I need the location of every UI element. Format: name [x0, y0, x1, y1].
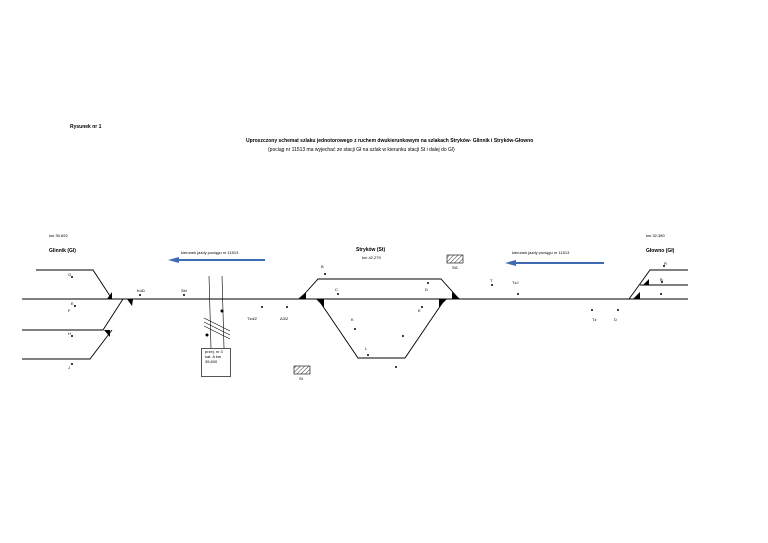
signal-markers: [71, 265, 665, 368]
glinnik-track-upper: [36, 269, 113, 300]
signal-lamp: [660, 293, 662, 295]
signal-label: T: [490, 278, 493, 283]
switch-marker: [298, 292, 306, 299]
signal-lamp: [402, 335, 404, 337]
crossing-info-line: kat. A km: [205, 354, 222, 359]
glowno-km: km 32,380: [646, 233, 665, 238]
direction-arrow-right: [505, 260, 604, 266]
glinnik-track-lower2: [22, 329, 113, 360]
buildings: [293, 254, 464, 375]
switch-marker: [316, 299, 324, 307]
signal-lamp: [663, 265, 665, 267]
signal-lamp: [261, 306, 263, 308]
switch-marker: [107, 292, 112, 299]
signal-lamp: [661, 281, 663, 283]
building-st-label: St: [299, 376, 303, 381]
switch-marker: [643, 279, 649, 285]
signal-label: Tzd/2: [247, 316, 258, 321]
level-crossing-info-box: przej. nr 3 kat. A km 35,600: [201, 348, 231, 377]
signal-lamp: [395, 366, 397, 368]
signal-label: E: [71, 301, 74, 306]
barrier-post: [220, 309, 224, 313]
glinnik-km: km 30,692: [49, 233, 68, 238]
direction-label-right: kierunek jazdy pociągu nr 11513: [512, 250, 570, 255]
signal-lamp: [286, 306, 288, 308]
signal-lamp: [421, 306, 423, 308]
signal-label: R: [664, 261, 667, 266]
signal-label: C: [335, 287, 338, 292]
switch-marker: [452, 292, 460, 299]
glowno-station-name: Głowno (Gł): [646, 248, 675, 254]
glinnik-station-name: Glinnik (Gl): [49, 248, 76, 254]
signal-lamp: [139, 294, 141, 296]
direction-arrow-left: [168, 257, 265, 263]
signal-lamp: [354, 328, 356, 330]
building-st1: [446, 254, 464, 264]
signal-lamp: [71, 363, 73, 365]
glinnik-track-lower1: [22, 298, 124, 331]
barrier-line: [203, 325, 231, 340]
strykow-station-name: Stryków (St): [356, 247, 386, 253]
glowno-track-upper: [628, 269, 688, 300]
level-crossing: [203, 275, 231, 349]
crossing-info-line: 35,600: [205, 359, 218, 364]
signal-lamp: [491, 284, 493, 286]
signal-label: B: [321, 264, 324, 269]
signal-lamp: [74, 305, 76, 307]
road-line: [208, 275, 212, 349]
signal-label: B: [660, 277, 663, 282]
signal-lamp: [183, 294, 185, 296]
signal-label: D: [425, 287, 428, 292]
glowno-switches: [633, 279, 649, 299]
signal-label: Tz: [592, 317, 597, 322]
figure-label: Rysunek nr 1: [70, 124, 102, 130]
signal-lamp: [617, 309, 619, 311]
signal-label: H: [68, 331, 71, 336]
signal-lamp: [324, 273, 326, 275]
strykow-switches: [298, 292, 460, 307]
switch-marker: [633, 292, 640, 299]
crossing-info-line: przej. nr 3: [205, 349, 223, 354]
signal-label: J: [68, 365, 70, 370]
switch-marker: [127, 299, 133, 306]
signal-label: G: [68, 272, 72, 277]
signal-label: K: [351, 317, 354, 322]
glinnik-tracks: [22, 269, 124, 360]
direction-label-left: kierunek jazdy pociągu nr 11513: [181, 250, 239, 255]
signal-lamp: [71, 276, 73, 278]
signal-lamp: [517, 293, 519, 295]
signal-label: L: [365, 346, 368, 351]
barrier-line: [203, 321, 231, 336]
signal-lamp: [367, 354, 369, 356]
signal-label: Sbl: [181, 288, 187, 293]
strykow-km: km 42,279: [362, 255, 381, 260]
signal-lamp: [337, 293, 339, 295]
glinnik-switches: [104, 292, 133, 337]
building-st: [293, 365, 311, 375]
signal-label: F: [68, 308, 71, 313]
signal-label: E: [418, 308, 421, 313]
signal-label: TzJ: [512, 280, 519, 285]
direction-arrows: [168, 257, 604, 266]
switch-marker: [439, 299, 447, 307]
diagram-title: Uproszczony schemat szlaku jednotorowego…: [246, 138, 534, 144]
signal-label: D: [614, 317, 617, 322]
signal-lamp: [591, 309, 593, 311]
building-st1-label: St1: [452, 265, 459, 270]
strykow-track-lower: [317, 298, 446, 359]
signal-lamp: [427, 282, 429, 284]
barrier-post: [205, 333, 209, 337]
strykow-track-upper: [299, 278, 460, 300]
diagram-subtitle: (pociąg nr 11513 ma wyjechać ze stacji G…: [268, 147, 455, 153]
signal-label: KoD: [137, 288, 145, 293]
switch-marker: [104, 330, 110, 337]
barrier-line: [203, 317, 231, 332]
strykow-tracks: [299, 278, 460, 359]
signal-label: A3/2: [280, 316, 289, 321]
signal-lamp: [71, 335, 73, 337]
